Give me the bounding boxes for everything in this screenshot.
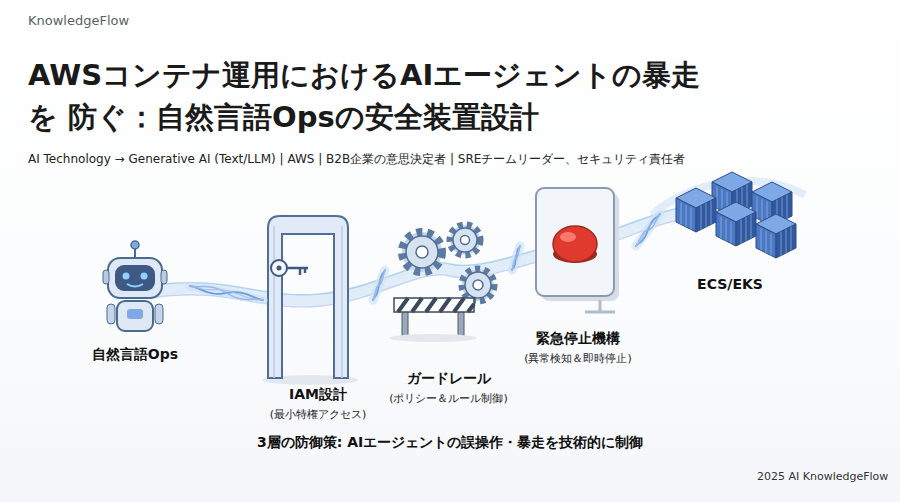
stop-button-icon: [536, 188, 619, 312]
node-title: 緊急停止機構: [536, 329, 620, 347]
node-subtitle: (ポリシー＆ルール制御): [389, 392, 508, 407]
node-line: 自然言語Ops: [80, 344, 190, 363]
data-stream-connector: [512, 246, 520, 270]
cluster-node: ECS/EKS: [660, 166, 800, 293]
stream-strand: [512, 246, 520, 270]
node-title: ECS/EKS: [697, 275, 763, 293]
guardrail-icon: [389, 225, 494, 342]
node-subtitle: (異常検知＆即時停止): [524, 352, 632, 367]
stream-strand: [373, 270, 385, 300]
stream-strand: [373, 270, 385, 300]
data-stream-connector: [373, 270, 385, 300]
node-line: ガードレール: [385, 368, 512, 387]
node-line: IAM設計: [263, 384, 373, 403]
page-title: AWSコンテナ運用におけるAIエージェントの暴走を 防ぐ：自然言語Opsの安全装…: [28, 54, 708, 138]
stream-strand: [373, 270, 385, 300]
iam-gate-icon: [262, 216, 358, 385]
stream-strand: [512, 246, 520, 270]
guardrail-node: ガードレール (ポリシー＆ルール制御): [385, 222, 512, 407]
stream-strand: [636, 214, 660, 246]
node-line: 緊急停止機構: [520, 328, 636, 347]
robot-icon: [103, 241, 167, 331]
agent-node: 自然言語Ops: [80, 238, 190, 363]
node-title: 自然言語Ops: [92, 345, 178, 363]
stream-strand: [636, 214, 660, 246]
data-stream-connector: [636, 214, 660, 246]
iam-node: IAM設計 (最小特権アクセス): [263, 212, 373, 423]
node-line: (ポリシー＆ルール制御): [385, 387, 512, 407]
stream-strand: [190, 286, 263, 300]
caption: 3層の防御策: AIエージェントの誤操作・暴走を技術的に制御: [257, 434, 643, 452]
node-subtitle: (最小特権アクセス): [270, 408, 367, 423]
node-line: (最小特権アクセス): [263, 403, 373, 423]
node-line: (異常検知＆即時停止): [520, 347, 636, 367]
node-title: ガードレール: [407, 369, 491, 387]
stream-strand: [190, 286, 263, 300]
stop-node: 緊急停止機構 (異常検知＆即時停止): [520, 186, 636, 367]
stream-strand: [373, 270, 385, 300]
stream-strand: [636, 214, 660, 246]
node-title: IAM設計: [289, 385, 347, 403]
brand-mark: KnowledgeFlow: [28, 13, 129, 28]
data-stream-connector: [190, 286, 263, 300]
stream-strand: [512, 246, 520, 270]
stream-strand: [190, 286, 263, 300]
category-line: AI Technology → Generative AI (Text/LLM)…: [28, 151, 685, 168]
container-cubes-icon: [652, 172, 805, 258]
node-line: ECS/EKS: [660, 274, 800, 293]
stream-strand: [190, 286, 263, 300]
footer-credit: 2025 AI KnowledgeFlow: [757, 470, 888, 483]
stream-strand: [636, 214, 660, 246]
stream-strand: [512, 246, 520, 270]
